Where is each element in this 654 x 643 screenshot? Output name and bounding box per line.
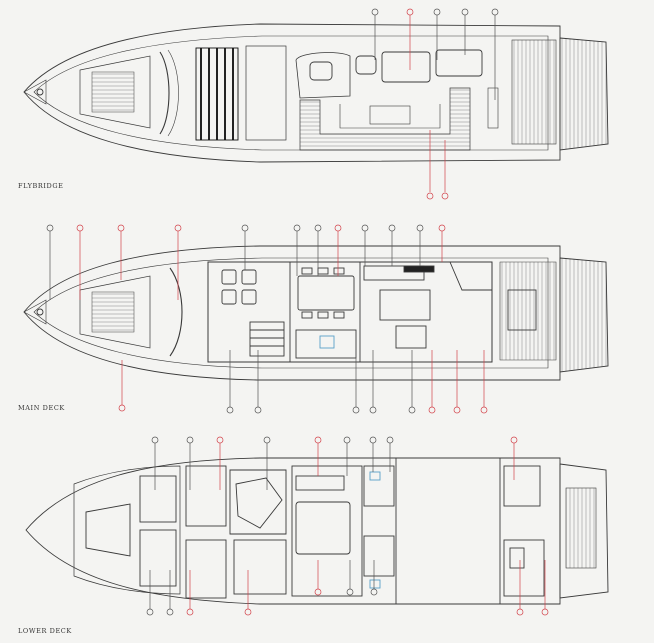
main-deck-callouts [46,224,488,414]
lower-deck-callouts [146,436,549,616]
lower-deck-plan [25,457,609,605]
flybridge-label: FLYBRIDGE [18,182,64,190]
flybridge-callouts [371,8,499,200]
flybridge-plan [23,23,609,163]
lower-deck-label: LOWER DECK [18,627,72,635]
main-deck-label: MAIN DECK [18,404,65,412]
main-deck-plan [23,245,609,381]
